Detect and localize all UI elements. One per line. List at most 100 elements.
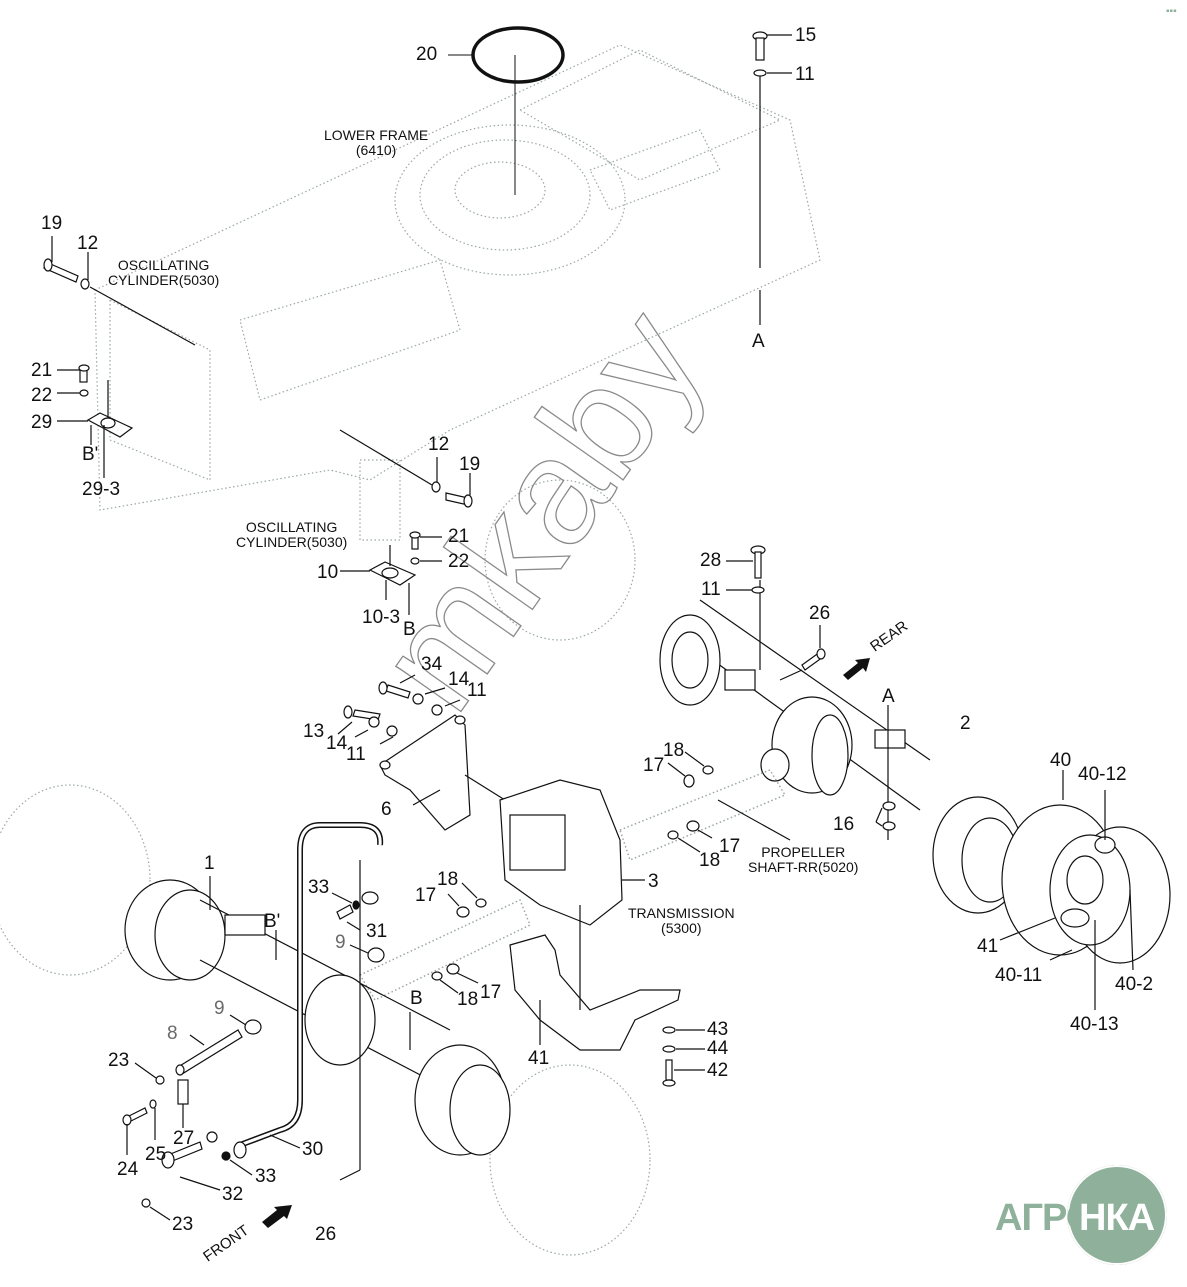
hose-fittings xyxy=(221,860,385,1181)
callout-34: 34 xyxy=(421,654,443,675)
note-line: CYLINDER(5030) xyxy=(236,534,348,551)
callout-a: A xyxy=(882,686,895,707)
callout-a: A xyxy=(752,331,765,352)
logo-text-left: АГРО xyxy=(995,1197,1095,1239)
callout-23: 23 xyxy=(108,1050,130,1071)
bolt-42-stack xyxy=(662,1026,705,1087)
callout-16: 16 xyxy=(833,814,855,835)
logo-circle xyxy=(1067,1165,1167,1265)
wheel-40 xyxy=(999,770,1171,1010)
rear-axle xyxy=(659,580,1024,914)
note-line: SHAFT-RR(5020) xyxy=(748,859,859,876)
callout-33: 33 xyxy=(255,1166,277,1187)
propeller-shaft-ghost xyxy=(358,769,787,1001)
callout-17: 17 xyxy=(415,885,437,906)
bolt-19-upper xyxy=(43,236,196,346)
note-transmission: TRANSMISSION (5300) xyxy=(628,905,735,937)
o-ring-20 xyxy=(471,26,565,84)
callout-33: 33 xyxy=(308,877,330,898)
callout-25: 25 xyxy=(145,1144,167,1165)
callout-40-2: 40-2 xyxy=(1115,974,1154,995)
callout-18: 18 xyxy=(699,850,721,871)
callout-3: 3 xyxy=(648,871,659,892)
callout-18: 18 xyxy=(663,740,685,761)
callout-18: 18 xyxy=(437,869,459,890)
bolt-28 xyxy=(726,545,766,594)
callout-28: 28 xyxy=(700,550,722,571)
callout-10: 10 xyxy=(317,562,339,583)
plate-10 xyxy=(340,531,442,615)
note-oscillating-cylinder: OSCILLATING CYLINDER(5030) xyxy=(236,519,348,551)
callout-9: 9 xyxy=(214,998,225,1019)
callout-11: 11 xyxy=(346,744,366,765)
callout-21: 21 xyxy=(448,526,470,547)
callout-14: 14 xyxy=(326,733,348,754)
bolt-26-rear xyxy=(779,625,826,681)
bracket-6 xyxy=(337,674,506,831)
callout-40-12: 40-12 xyxy=(1078,764,1127,785)
callout-b: B xyxy=(403,619,416,640)
bolt-15 xyxy=(752,31,792,325)
note-line: (5300) xyxy=(661,920,702,937)
callout-12: 12 xyxy=(77,233,99,254)
callout-b-prime: B' xyxy=(82,444,99,465)
guard-41 xyxy=(509,905,681,1051)
callout-2: 2 xyxy=(960,713,971,734)
callout-17: 17 xyxy=(480,982,502,1003)
callout-8: 8 xyxy=(167,1023,178,1044)
agronka-logo: АГРО НКА xyxy=(995,1165,1175,1275)
callout-13: 13 xyxy=(303,721,325,742)
lower-frame-ghost xyxy=(94,44,821,541)
callout-26: 26 xyxy=(809,603,831,624)
callout-21: 21 xyxy=(31,360,53,381)
callout-23: 23 xyxy=(172,1214,194,1235)
callout-12: 12 xyxy=(428,434,450,455)
callout-44: 44 xyxy=(707,1038,729,1059)
callout-43: 43 xyxy=(707,1019,729,1040)
note-line: TRANSMISSION xyxy=(628,905,735,921)
callout-1: 1 xyxy=(204,853,215,874)
note-lower-frame: LOWER FRAME (6410) xyxy=(324,127,429,159)
corner-mark: ▪▪▪ xyxy=(1166,6,1177,17)
callout-10-3: 10-3 xyxy=(362,607,401,628)
front-axle xyxy=(124,876,511,1156)
callout-40-13: 40-13 xyxy=(1070,1014,1119,1035)
note-line: LOWER FRAME xyxy=(324,127,429,143)
bolt-19-middle xyxy=(339,429,473,508)
callout-11: 11 xyxy=(795,64,815,85)
callout-27: 27 xyxy=(173,1128,195,1149)
tire-ghosts xyxy=(0,479,651,1256)
callout-17: 17 xyxy=(643,755,665,776)
callout-24: 24 xyxy=(117,1159,139,1180)
callout-32: 32 xyxy=(222,1184,244,1205)
callout-20: 20 xyxy=(416,44,438,65)
note-propeller-shaft: PROPELLER SHAFT-RR(5020) xyxy=(748,844,859,876)
callout-18: 18 xyxy=(457,989,479,1010)
pin-8-group xyxy=(122,1029,243,1221)
callout-19: 19 xyxy=(459,454,481,475)
callout-15: 15 xyxy=(795,25,817,46)
note-line: CYLINDER(5030) xyxy=(108,272,220,289)
callout-6: 6 xyxy=(381,799,392,820)
callout-b-prime: B' xyxy=(264,911,281,932)
callout-11: 11 xyxy=(701,579,721,600)
callout-9: 9 xyxy=(335,932,346,953)
callout-29-3: 29-3 xyxy=(82,479,121,500)
callout-30: 30 xyxy=(302,1139,324,1160)
callout-11: 11 xyxy=(467,680,487,701)
note-line: OSCILLATING xyxy=(245,519,338,535)
plate-29 xyxy=(57,364,134,478)
callout-19: 19 xyxy=(41,213,63,234)
callout-26: 26 xyxy=(315,1224,337,1245)
callout-41: 41 xyxy=(528,1048,550,1069)
callout-17: 17 xyxy=(719,836,741,857)
callout-40: 40 xyxy=(1050,750,1072,771)
shaft-hardware xyxy=(431,751,791,994)
callout-41: 41 xyxy=(977,936,999,957)
callout-31: 31 xyxy=(366,921,388,942)
callout-22: 22 xyxy=(31,385,53,406)
front-arrow xyxy=(262,1205,292,1228)
logo-text-right: НКА xyxy=(1079,1197,1155,1239)
